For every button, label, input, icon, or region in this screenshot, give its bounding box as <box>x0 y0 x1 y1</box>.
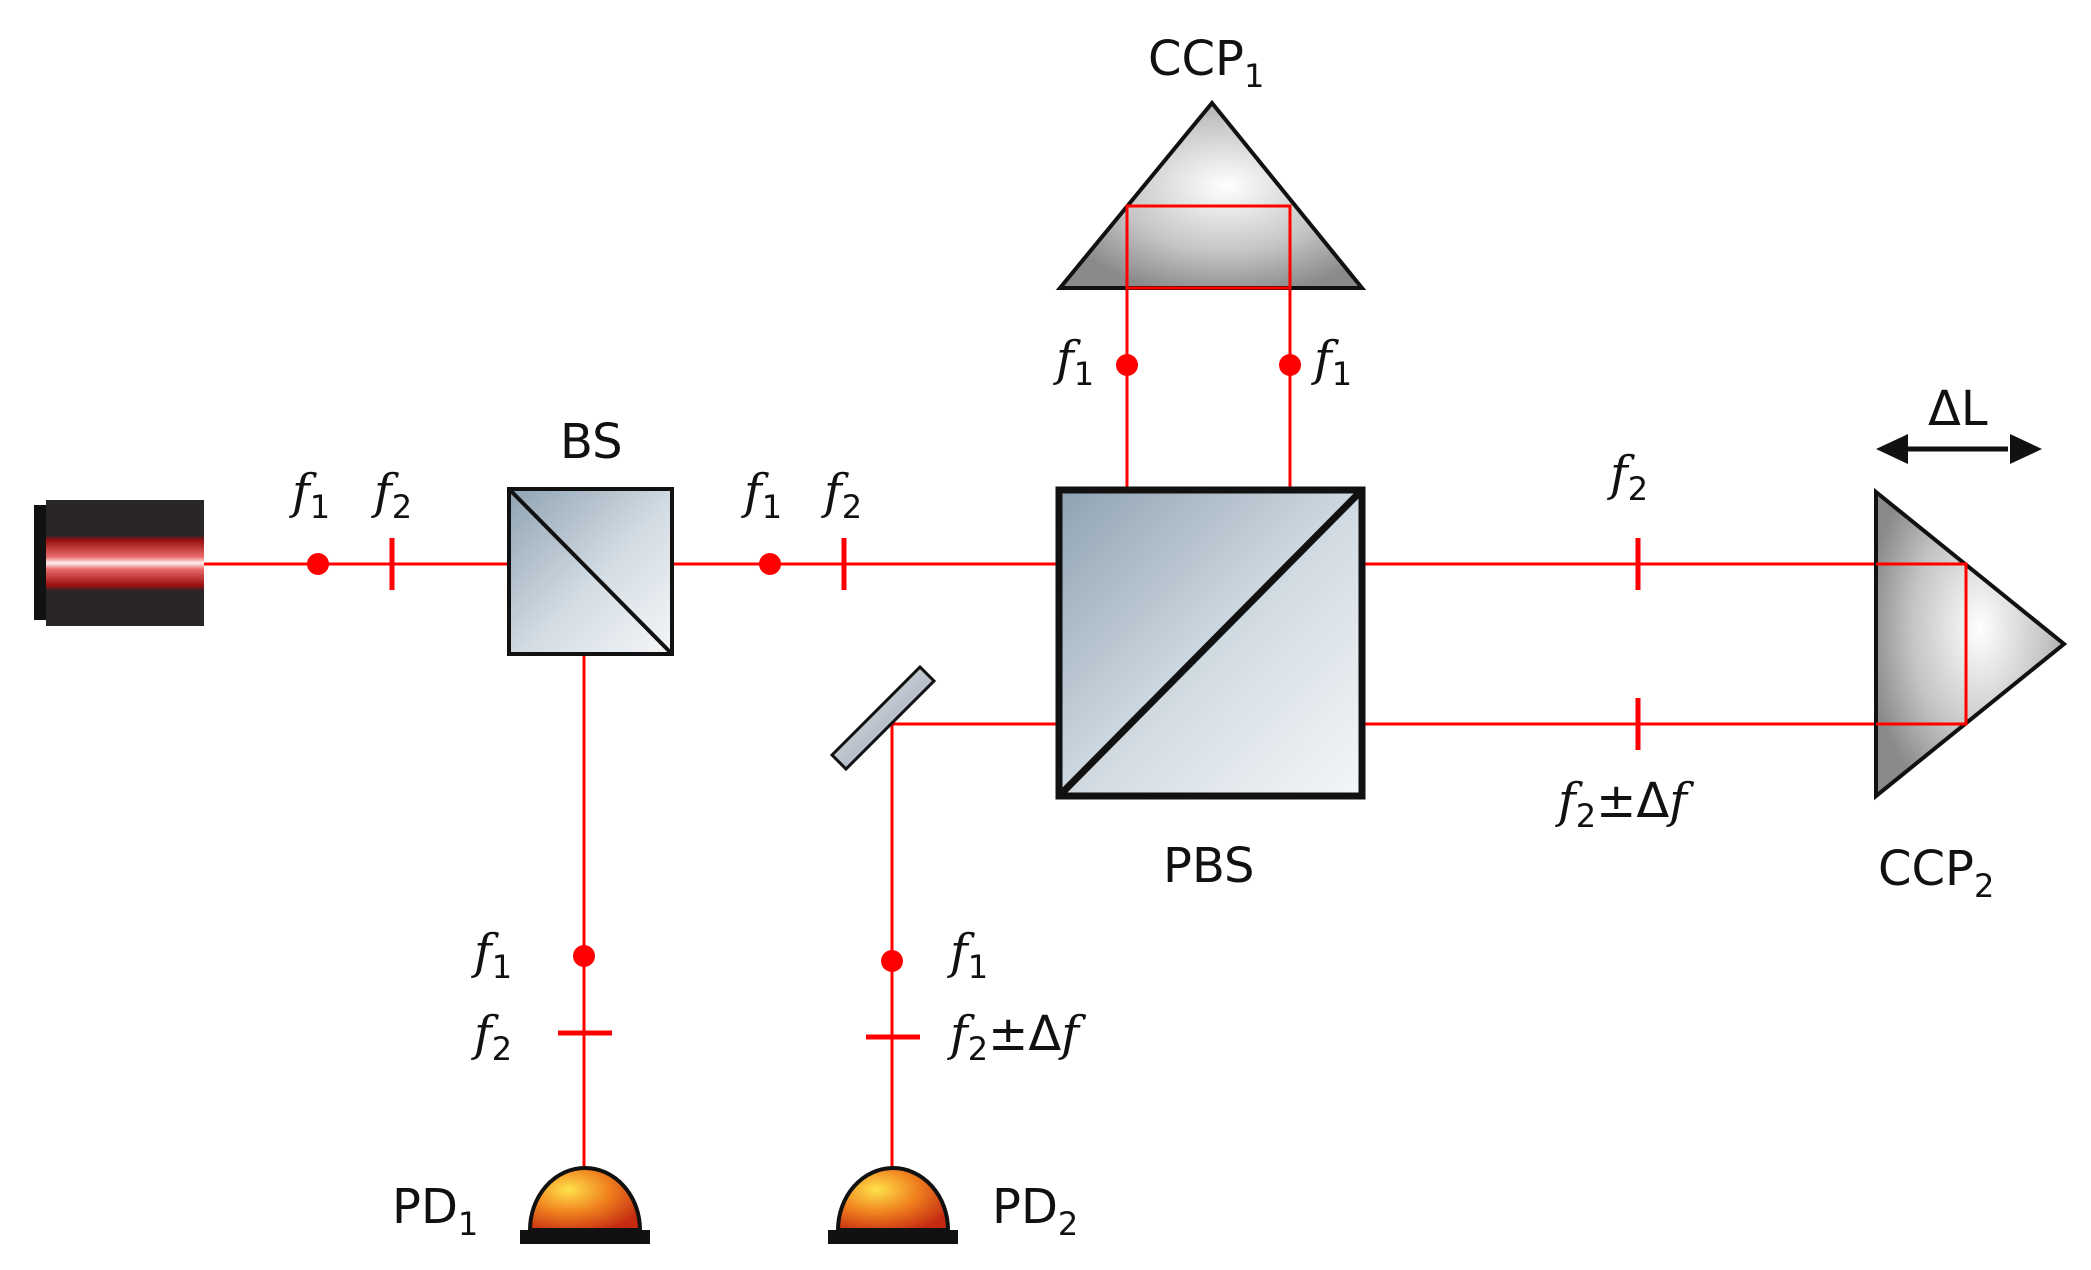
ccp1-label: CCP1 <box>1148 31 1264 95</box>
dot-marker <box>573 945 595 967</box>
f1-label: f1 <box>289 464 330 526</box>
pd2-label: PD2 <box>992 1179 1078 1243</box>
beam-splitter <box>507 487 674 656</box>
dot-marker <box>1279 354 1301 376</box>
dot-marker <box>1116 354 1138 376</box>
corner-cube-prism-2 <box>1874 487 2068 801</box>
photodetector-1 <box>520 1166 650 1244</box>
ccp2-label: CCP2 <box>1878 841 1994 905</box>
f2-pm-delta-f-label: f2±Δf <box>1555 773 1694 835</box>
photodetector-2 <box>828 1166 958 1244</box>
pd1-label: PD1 <box>392 1179 478 1243</box>
f2-label: f2 <box>471 1006 512 1068</box>
dot-marker <box>307 553 329 575</box>
f1-label: f1 <box>471 924 512 986</box>
f2-pm-delta-f-label: f2±Δf <box>947 1006 1086 1068</box>
polarizing-beam-splitter <box>1055 486 1366 800</box>
laser-source <box>34 500 204 626</box>
delta-l-label: ΔL <box>1928 381 1988 437</box>
dot-marker <box>759 553 781 575</box>
pbs-label: PBS <box>1163 838 1255 894</box>
f2-label: f2 <box>821 464 862 526</box>
mirror <box>829 664 937 772</box>
dot-marker <box>881 950 903 972</box>
bs-label: BS <box>560 414 623 470</box>
f1-label: f1 <box>1053 331 1094 393</box>
f2-label: f2 <box>1607 446 1648 508</box>
corner-cube-prism-1 <box>1055 99 1367 290</box>
f1-label: f1 <box>947 924 988 986</box>
f1-label: f1 <box>741 464 782 526</box>
frequency-labels: f1 f2 f1 f2 f1 f1 f2 f2±Δf f1 f2 f1 f2±Δ… <box>289 331 1694 1068</box>
f1-label: f1 <box>1311 331 1352 393</box>
f2-label: f2 <box>371 464 412 526</box>
delta-l-arrow <box>1876 434 2042 464</box>
polarization-markers <box>307 354 1641 1040</box>
